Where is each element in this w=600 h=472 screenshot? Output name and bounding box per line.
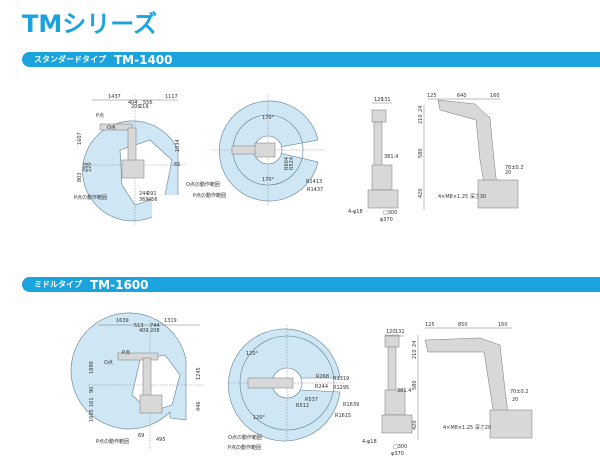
dimension-label: R1295 [333, 385, 350, 391]
dimension-label: □300 [383, 210, 398, 216]
dimension-label: 580 [418, 148, 424, 158]
dimension-label: R1413 [306, 179, 323, 185]
dimension-label: 381.4 [397, 388, 412, 394]
dimension-label: 120° [246, 351, 259, 357]
dimension-label: P点の動作範囲 [74, 195, 108, 201]
dimension-label: 170° [262, 115, 275, 121]
dimension-label: O点 [107, 125, 116, 131]
dimension-label: O点の動作範囲 [186, 182, 220, 188]
dimension-label: 70±0.2 [505, 165, 524, 171]
dimension-label: 803 [77, 172, 83, 182]
section-model: TM-1400 [114, 52, 173, 67]
dimension-label: 219 [139, 104, 149, 110]
dimension-label: 4-φ18 [348, 209, 363, 215]
dimension-label: P点の動作範囲 [228, 445, 262, 451]
dimension-label: 244 [139, 191, 149, 197]
dimension-label: □300 [393, 444, 408, 450]
dimension-label: 495 [156, 437, 166, 443]
page-title: TMシリーズ [22, 10, 158, 38]
dimension-label: 131 [395, 329, 405, 335]
dimension-label: P点 [96, 113, 105, 119]
dimension-label: R524 [289, 156, 295, 170]
dimension-label: 120 [386, 329, 396, 335]
dimension-label: 125 [427, 93, 437, 99]
dimension-label: R244 [315, 384, 329, 390]
dimension-label: 208 [150, 328, 160, 334]
dimension-label: 20 [505, 170, 512, 176]
dimension-label: 69 [138, 433, 145, 439]
section-header-tm1400: スタンダードタイプ TM-1400 [22, 52, 600, 67]
dimension-label: 120° [253, 415, 266, 421]
dimension-label: 404 [128, 100, 138, 106]
dimension-label: R268 [316, 374, 330, 380]
dimension-label: 291 [147, 191, 157, 197]
dimension-label: 369 [139, 197, 149, 203]
dimension-lines [92, 98, 512, 440]
dimension-label: 210 [418, 114, 424, 124]
dimension-label: 513 [134, 323, 144, 329]
dimension-label: 160 [498, 322, 508, 328]
dimension-label: 456 [148, 197, 158, 203]
dimension-label: φ370 [380, 217, 393, 223]
dimension-label: 580 [412, 380, 418, 390]
dimension-label: 20 [512, 397, 519, 403]
dimension-label: 381.4 [384, 154, 399, 160]
dimension-label: P点の動作範囲 [96, 439, 130, 445]
dimension-label: 90 [89, 386, 95, 393]
dimension-label: 24 [418, 105, 424, 112]
dimension-label: φ370 [391, 451, 404, 457]
dimension-label: 210 [412, 349, 418, 359]
robot-drawings [99, 99, 533, 439]
dimension-label: 125 [425, 322, 435, 328]
dimension-label: 200 [131, 104, 141, 110]
dimension-label: R1437 [307, 187, 324, 193]
dimension-label: 1319 [164, 318, 177, 324]
dimension-label: 160 [490, 93, 500, 99]
dimension-label: 1639 [116, 318, 129, 324]
dimension-label: R1319 [333, 376, 350, 382]
section-subtitle: ミドルタイプ [34, 280, 82, 289]
section-model: TM-1600 [90, 277, 149, 292]
dimension-label: R537 [305, 397, 319, 403]
dimension-label: 1899 [89, 361, 95, 374]
section-subtitle: スタンダードタイプ [34, 55, 106, 64]
dimension-label: O点の動作範囲 [228, 435, 262, 441]
dimension-label: 4-φ18 [362, 439, 377, 445]
dimension-label: 170° [262, 177, 275, 183]
dimension-label: 556 [143, 100, 153, 106]
dimension-label: 220 [87, 162, 93, 172]
dimension-label: 1245 [196, 367, 202, 380]
dimension-label: P点 [122, 350, 131, 356]
dimension-label: 4×M8×1.25 深さ20 [443, 425, 492, 431]
dimension-label: 420 [418, 188, 424, 198]
dimension-label: 1034 [175, 139, 181, 152]
dimension-label: P点の動作範囲 [193, 193, 227, 199]
dimension-label: 70±0.2 [510, 389, 529, 395]
dimension-label: 850 [458, 322, 468, 328]
dimension-label: 640 [457, 93, 467, 99]
dimension-label: O点 [104, 360, 113, 366]
dimension-label: 1117 [165, 94, 178, 100]
section-header-tm1600: ミドルタイプ TM-1600 [22, 277, 600, 292]
dimension-label: 1437 [108, 94, 121, 100]
dimension-label: 131 [381, 97, 391, 103]
dimension-label: R1615 [335, 413, 352, 419]
dimension-label: 4×M8×1.25 深さ30 [438, 194, 487, 200]
dimension-label: 24 [412, 340, 418, 347]
dimension-label: 744 [150, 323, 160, 329]
dimension-label: 420 [412, 420, 418, 430]
dimension-label: R1639 [343, 402, 360, 408]
dimension-label: 65 [174, 162, 181, 168]
dimension-label: 161 [89, 397, 95, 407]
dimension-label: 446 [196, 401, 202, 411]
dimension-label: 120 [374, 97, 384, 103]
dimension-label: 1005 [89, 409, 95, 422]
dimension-label: R512 [296, 403, 310, 409]
dimension-label: 1607 [77, 132, 83, 145]
dimension-label: 409 [139, 328, 149, 334]
